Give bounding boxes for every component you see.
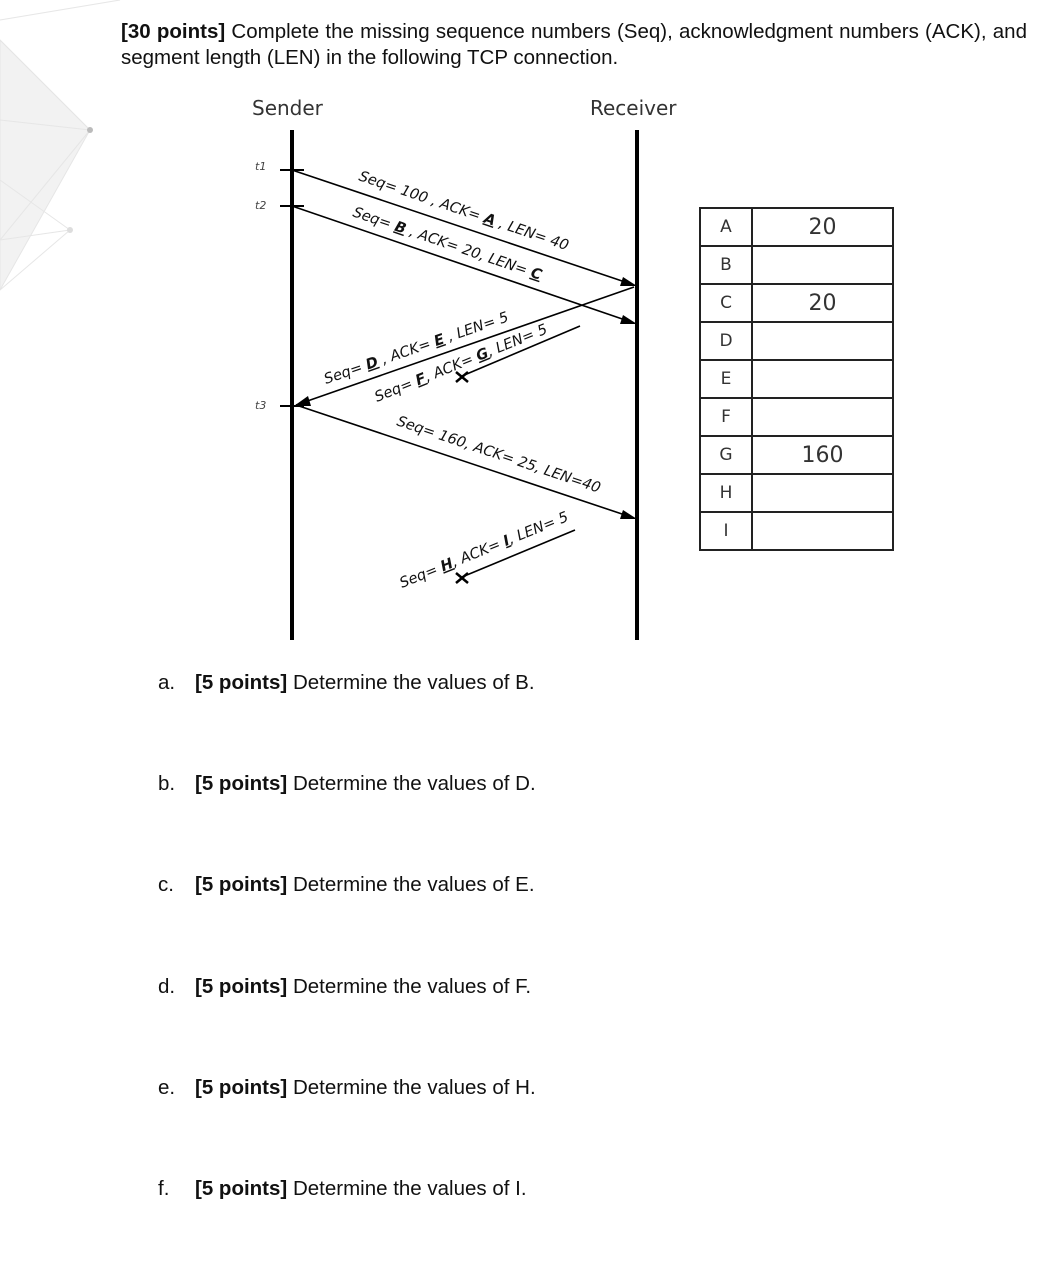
answer-key: B — [699, 245, 753, 285]
answer-key: F — [699, 397, 753, 437]
question-text: Determine the values of I. — [292, 1177, 527, 1200]
question-text: Determine the values of D. — [292, 772, 536, 795]
question-text: Determine the values of F. — [292, 975, 532, 998]
time-label-t2: t2 — [255, 199, 266, 212]
arrow-msg-4 — [461, 325, 581, 377]
receiver-label: Receiver — [590, 96, 677, 120]
answer-key: I — [699, 511, 753, 551]
arrow-msg-1 — [291, 169, 635, 286]
answer-value: 160 — [751, 435, 894, 475]
question-points: [5 points] — [195, 772, 288, 795]
message-label-6: Seq= H, ACK= I, LEN= 5 — [398, 509, 571, 591]
question-points: [5 points] — [195, 873, 288, 896]
problem-points: [30 points] — [121, 20, 226, 43]
answer-key: G — [699, 435, 753, 475]
placeholder-a: A — [481, 210, 498, 229]
question-points: [5 points] — [195, 975, 288, 998]
arrowhead-msg-3 — [294, 396, 311, 406]
arrow-msg-6 — [461, 529, 576, 578]
placeholder-i: I — [501, 533, 513, 550]
answer-value — [751, 245, 894, 285]
table-row: I — [699, 511, 894, 551]
placeholder-b: B — [392, 219, 408, 238]
question-letter: e. — [158, 1076, 176, 1099]
background-decoration — [0, 0, 121, 292]
problem-text: Complete the missing sequence numbers (S… — [121, 20, 1027, 69]
question-letter: b. — [158, 772, 176, 795]
question-points: [5 points] — [195, 1177, 288, 1200]
arrow-msg-2 — [291, 205, 635, 324]
question-c: c. [5 points] Determine the values of E. — [158, 873, 858, 897]
question-d: d. [5 points] Determine the values of F. — [158, 975, 858, 999]
lost-marker-msg-4 — [455, 371, 469, 383]
answer-key: E — [699, 359, 753, 399]
answer-value — [751, 473, 894, 513]
time-label-t3: t3 — [255, 399, 266, 412]
placeholder-d: D — [364, 354, 381, 373]
message-label-5: Seq= 160, ACK= 25, LEN=40 — [395, 414, 603, 497]
arrow-msg-5 — [295, 404, 635, 519]
question-e: e. [5 points] Determine the values of H. — [158, 1076, 858, 1100]
tcp-sequence-diagram: Sender Receiver t1 t2 t3 Seq= 100 , ACK=… — [252, 96, 677, 640]
sender-label: Sender — [252, 96, 324, 120]
arrow-msg-3 — [295, 286, 635, 406]
question-text: Determine the values of E. — [292, 873, 535, 896]
table-row: B — [699, 245, 894, 285]
arrowhead-msg-5 — [620, 510, 637, 519]
answer-value: 20 — [751, 207, 894, 247]
table-row: D — [699, 321, 894, 361]
table-row: E — [699, 359, 894, 399]
time-label-t1: t1 — [255, 160, 266, 173]
question-text: Determine the values of B. — [292, 671, 535, 694]
placeholder-g: G — [474, 345, 491, 364]
arrowhead-msg-1 — [620, 277, 637, 286]
table-row: H — [699, 473, 894, 513]
lost-marker-msg-6 — [455, 572, 469, 584]
question-a: a. [5 points] Determine the values of B. — [158, 671, 858, 695]
answer-value — [751, 321, 894, 361]
answer-key: A — [699, 207, 753, 247]
answer-value: 20 — [751, 283, 894, 323]
answer-key: C — [699, 283, 753, 323]
question-letter: d. — [158, 975, 176, 998]
answer-key: H — [699, 473, 753, 513]
table-row: F — [699, 397, 894, 437]
question-text: Determine the values of H. — [292, 1076, 536, 1099]
question-b: b. [5 points] Determine the values of D. — [158, 772, 858, 796]
answer-key: D — [699, 321, 753, 361]
question-points: [5 points] — [195, 1076, 288, 1099]
question-points: [5 points] — [195, 671, 288, 694]
problem-statement: [30 points] Complete the missing sequenc… — [121, 19, 1027, 71]
answer-value — [751, 359, 894, 399]
question-f: f. [5 points] Determine the values of I. — [158, 1177, 858, 1201]
arrowhead-msg-2 — [620, 315, 637, 324]
question-letter: f. — [158, 1177, 170, 1200]
answer-value — [751, 397, 894, 437]
question-letter: a. — [158, 671, 176, 694]
question-letter: c. — [158, 873, 174, 896]
placeholder-h: H — [438, 556, 455, 575]
answer-value — [751, 511, 894, 551]
